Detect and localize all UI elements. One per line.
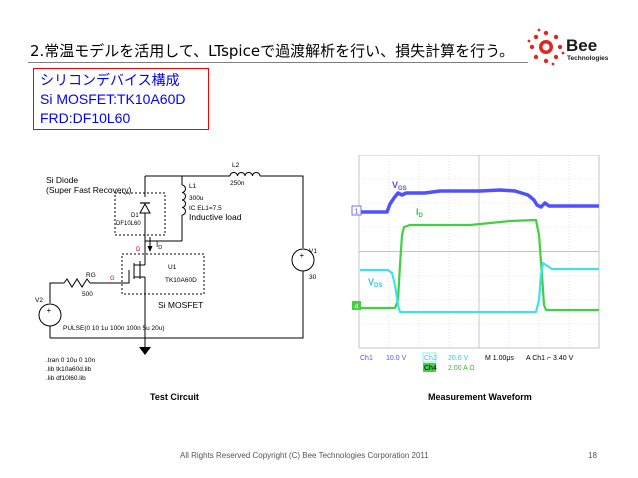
vds-trace [360, 261, 599, 314]
gate-node-label: G [110, 276, 115, 282]
ch2-name: Ch2 [424, 355, 437, 362]
trigger-setting: A Ch1 ⌐ 3.40 V [526, 355, 574, 362]
test-circuit-caption: Test Circuit [150, 392, 199, 402]
ch1-scale: 10.0 V [386, 355, 407, 362]
ch4-name: Ch4 [424, 365, 437, 372]
l1-ref: L1 [189, 183, 197, 190]
vgs-label: VGS [392, 180, 407, 192]
ch1-name: Ch1 [360, 355, 373, 362]
rg-value: 500 [82, 291, 93, 298]
oscilloscope-screen: 1 4 VGS ID VDS Ch1 10.0 V Ch2 20.0 V M 1… [340, 155, 602, 385]
diode-label: Si Diode [46, 175, 78, 185]
svg-text:+: + [47, 306, 52, 315]
mosfet-label: Si MOSFET [158, 300, 203, 310]
vds-label: VDS [368, 277, 382, 289]
mosfet-symbol [133, 260, 146, 281]
inductive-load-label: Inductive load [189, 212, 242, 222]
bee-technologies-logo: Bee Technologies [527, 28, 609, 66]
id-trace [360, 218, 599, 312]
ch4-marker-label: 4 [355, 304, 359, 311]
svg-text:+: + [300, 251, 305, 260]
d1-part: DF10L60 [116, 221, 141, 227]
mosfet-dashed-box [121, 253, 205, 295]
slide-title: 2.常温モデルを活用して、LTspiceで過渡解析を行い、損失計算を行う。 [30, 42, 515, 60]
timebase: M 1.00μs [485, 355, 514, 362]
measurement-waveform-caption: Measurement Waveform [428, 392, 532, 402]
config-frd: FRD:DF10L60 [40, 110, 131, 126]
id-wave-label: ID [416, 207, 424, 219]
u1-ref: U1 [168, 264, 177, 271]
title-divider [28, 62, 528, 63]
l1-ic: IC EL1=7.5 [189, 205, 222, 212]
id-label: ID [156, 240, 162, 251]
test-circuit-schematic: + + Si Diode (Super Fast Recovery) D1 DF… [35, 162, 317, 382]
ch4-scale: 2.00 A Ω [448, 365, 475, 372]
v1-ref: V1 [309, 248, 317, 255]
l1-value: 300u [189, 195, 204, 202]
scope-grid [358, 155, 600, 349]
diode-dashed-box [114, 192, 166, 236]
logo-name: Bee [566, 36, 597, 55]
ch1-marker-label: 1 [355, 209, 359, 216]
bee-logo-icon [527, 28, 565, 66]
scope-status-bar: Ch1 10.0 V Ch2 20.0 V M 1.00μs A Ch1 ⌐ 3… [360, 352, 574, 372]
lib-directive-mosfet: .lib tk10a60d.lib [46, 366, 92, 373]
diode-symbol [139, 202, 151, 227]
page-number: 18 [588, 451, 597, 460]
ch1-marker [351, 205, 362, 216]
lib-directive-diode: .lib df10l60.lib [46, 375, 86, 382]
copyright-footer: All Rights Reserved Copyright (C) Bee Te… [180, 451, 429, 460]
ch2-scale: 20.0 V [448, 355, 469, 362]
l2-value: 250n [230, 180, 245, 187]
rg-ref: RG [86, 272, 96, 279]
vgs-trace [360, 188, 599, 214]
l2-ref: L2 [232, 162, 240, 169]
config-heading: シリコンデバイス構成 [40, 72, 180, 88]
v2-ref: V2 [35, 297, 43, 304]
ch4-marker [352, 301, 361, 310]
diode-sub: (Super Fast Recovery) [46, 185, 132, 195]
logo-sub: Technologies [567, 55, 609, 62]
d1-ref: D1 [131, 213, 139, 219]
u1-part: TK10A60D [165, 277, 197, 284]
tran-directive: .tran 0 10u 0 10n [46, 357, 96, 364]
drain-node-label: D [136, 247, 141, 253]
id-arrow-icon [147, 246, 153, 252]
config-mosfet: Si MOSFET:TK10A60D [40, 91, 186, 107]
device-config-box: シリコンデバイス構成 Si MOSFET:TK10A60D FRD:DF10L6… [33, 68, 209, 130]
v1-value: 30 [309, 274, 317, 281]
pulse-spec: PULSE(0 10 1u 100n 100n 5u 20u) [63, 325, 165, 332]
